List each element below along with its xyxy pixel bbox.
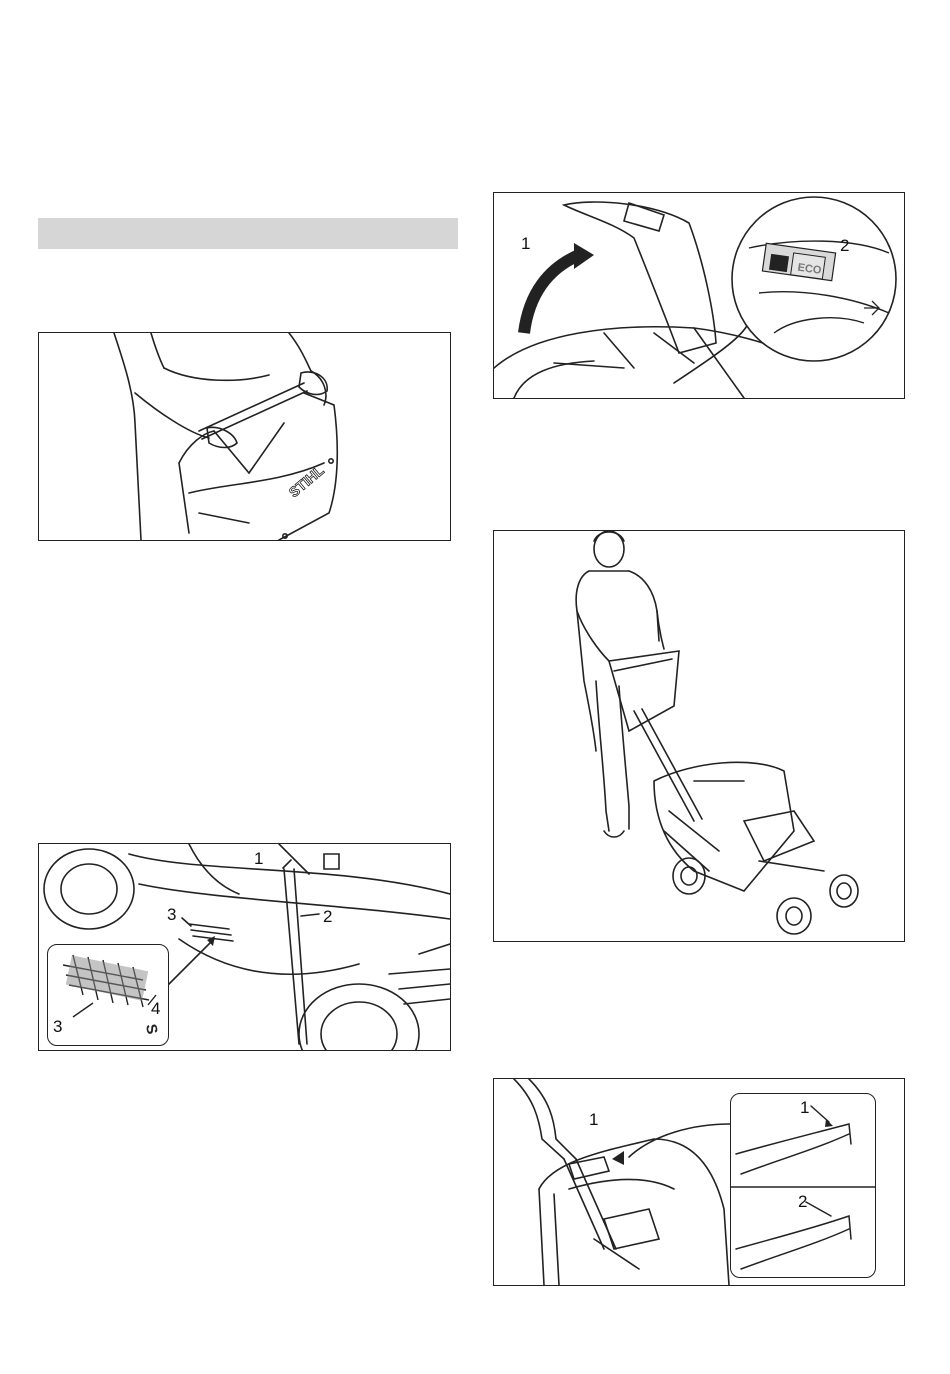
callout-1: 1: [254, 850, 263, 867]
callout-3: 3: [167, 906, 176, 923]
callout-1: 1: [521, 235, 530, 252]
figure-open-flap: ECO 1 2: [493, 192, 905, 399]
callout-1-inset: 1: [800, 1099, 809, 1116]
open-flap-illustration: ECO: [494, 193, 904, 398]
figure-mowing-operator: [493, 530, 905, 942]
figure-fill-indicator: 1 1 2: [493, 1078, 905, 1286]
mowing-illustration: [494, 531, 904, 941]
figure-height-adjust: S 1 2 3 3 4: [38, 843, 451, 1051]
brand-logo: STIHL: [286, 462, 328, 501]
section-heading-bar: [38, 218, 458, 249]
callout-3-inset: 3: [53, 1018, 62, 1035]
grass-box-illustration: STIHL: [39, 333, 450, 540]
fill-indicator-inset: [730, 1093, 876, 1278]
callout-2: 2: [323, 908, 332, 925]
figure-grass-box-carry: STIHL: [38, 332, 451, 541]
callout-4-inset: 4: [151, 1000, 160, 1017]
scale-letter: S: [142, 1023, 160, 1036]
callout-2-inset: 2: [798, 1193, 807, 1210]
height-scale-inset: S: [47, 944, 169, 1046]
callout-1: 1: [589, 1111, 598, 1128]
callout-2: 2: [840, 237, 849, 254]
